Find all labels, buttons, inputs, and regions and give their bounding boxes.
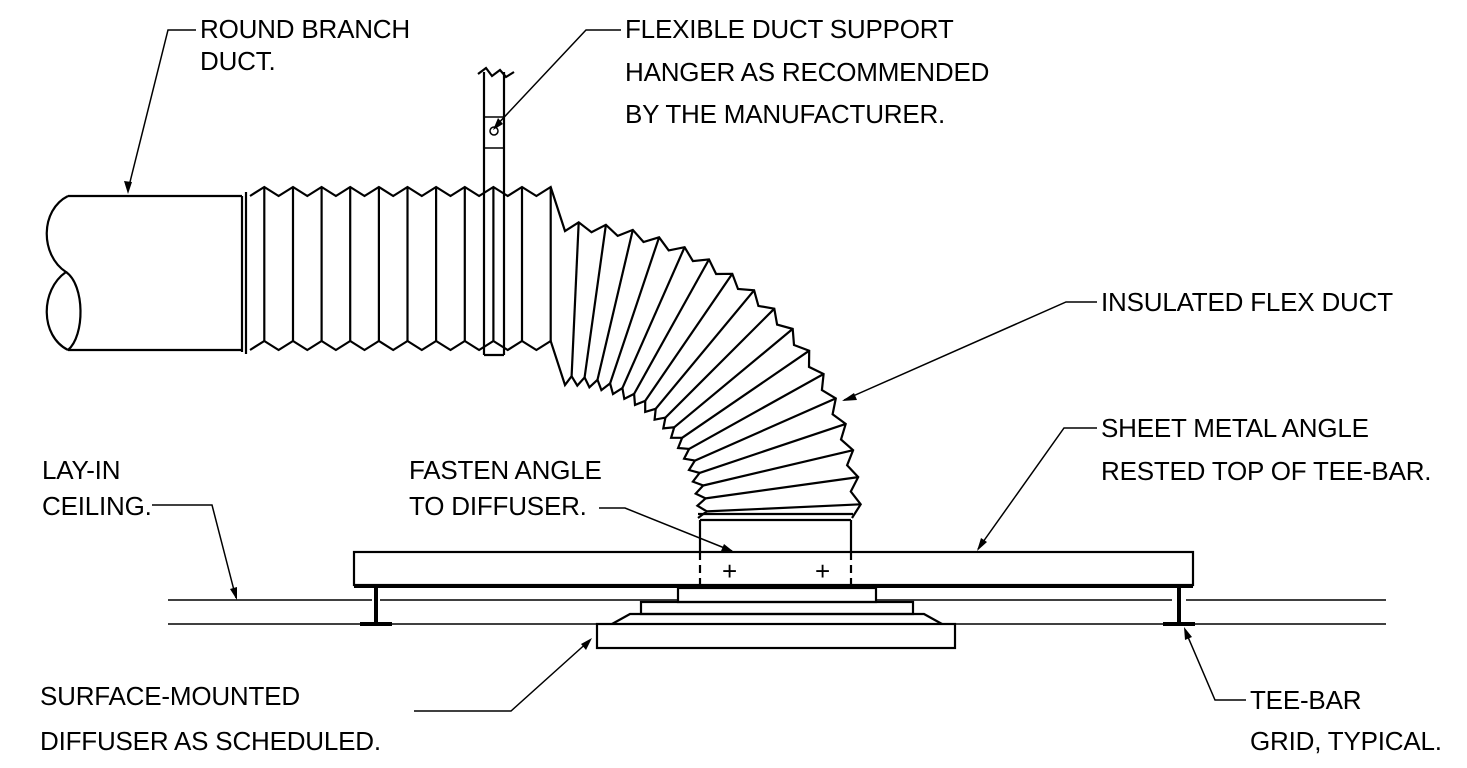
surface-mounted-diffuser	[595, 586, 957, 650]
flex-duct-corrugation	[664, 307, 776, 419]
insulated-flex-duct	[249, 185, 863, 519]
lay-in-ceiling	[168, 599, 1386, 625]
flex-duct-corrugation	[644, 273, 734, 402]
flex-duct-corrugation	[706, 503, 861, 513]
label-surface-mounted-diffuser: SURFACE-MOUNTED DIFFUSER AS SCHEDULED.	[40, 681, 381, 756]
round-branch-duct	[45, 192, 248, 354]
flex-duct-corrugation	[609, 236, 661, 384]
label-flexible-duct-support-hanger: FLEXIBLE DUCT SUPPORT HANGER AS RECOMMEN…	[625, 14, 996, 129]
flex-duct-corrugation	[705, 476, 859, 500]
flex-duct-corrugation	[570, 222, 580, 377]
flex-duct-corrugation	[633, 258, 710, 395]
label-lay-in-ceiling: LAY-IN CEILING.	[42, 455, 152, 521]
label-tee-bar-grid: TEE-BAR GRID, TYPICAL.	[1250, 685, 1442, 756]
diffuser-neck-collar	[698, 512, 853, 590]
flex-duct-corrugation	[702, 449, 854, 487]
flex-duct-corrugation	[583, 224, 607, 378]
sheet-metal-angle	[352, 550, 1195, 588]
tee-bar-right	[1163, 588, 1195, 626]
flex-duct-corrugation	[699, 422, 847, 474]
fastener-mark: +	[815, 556, 830, 586]
label-sheet-metal-angle: SHEET METAL ANGLE RESTED TOP OF TEE-BAR.	[1101, 413, 1431, 486]
tee-bar-left	[360, 588, 392, 626]
fastener-mark: +	[722, 556, 737, 586]
label-fasten-angle: FASTEN ANGLE TO DIFFUSER.	[409, 455, 609, 521]
duct-support-hanger	[477, 66, 515, 357]
flex-duct-corrugation	[596, 229, 634, 381]
flex-duct-corrugation	[688, 373, 825, 450]
flex-duct-corrugation	[654, 289, 755, 410]
flex-duct-corrugation	[621, 246, 686, 389]
leader-lines	[124, 29, 1246, 712]
flex-duct-corrugation	[694, 397, 837, 462]
label-insulated-flex-duct: INSULATED FLEX DUCT	[1101, 287, 1393, 317]
label-round-branch-duct: ROUND BRANCH DUCT.	[200, 14, 417, 76]
flex-duct-corrugation	[673, 328, 794, 429]
flex-duct-corrugation	[681, 349, 810, 439]
